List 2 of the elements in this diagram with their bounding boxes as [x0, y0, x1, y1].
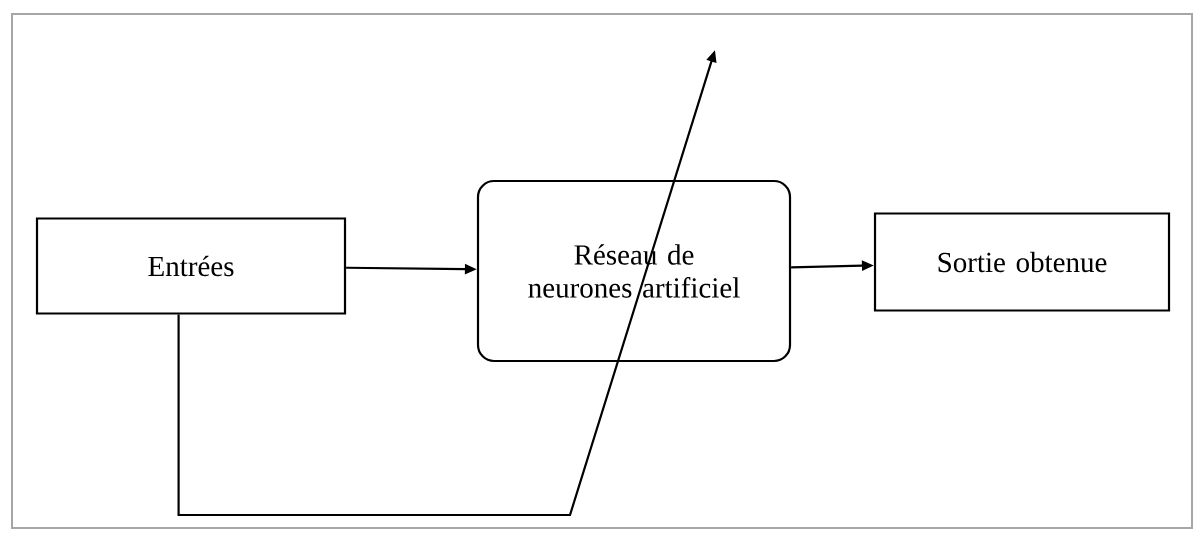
- process-box: Sortie obtenue: [873, 212, 1171, 312]
- process-box: Entrées: [35, 217, 347, 315]
